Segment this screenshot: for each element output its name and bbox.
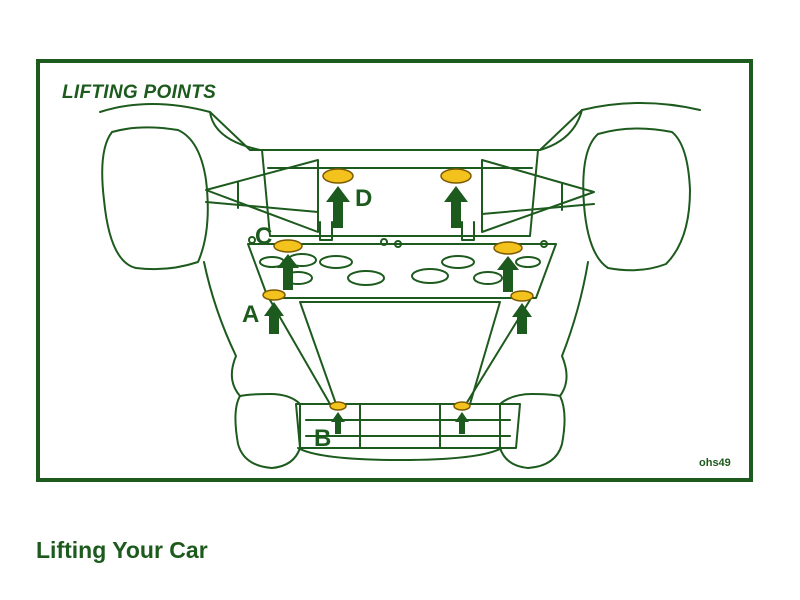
- arrow-d-right: [444, 186, 468, 228]
- rear-left-tyre: [234, 393, 301, 469]
- arrow-b-right: [455, 412, 469, 434]
- diagram-title: LIFTING POINTS: [62, 82, 217, 103]
- right-side-panel: [559, 261, 589, 397]
- page-caption: Lifting Your Car: [36, 537, 208, 563]
- lifting-pad-d-left: [322, 168, 354, 184]
- lifting-pad-c-right: [493, 241, 523, 255]
- arrow-b-left: [331, 412, 345, 434]
- left-side-panel: [203, 261, 241, 397]
- label-point-a: A: [242, 301, 259, 328]
- right-wishbone: [481, 159, 595, 233]
- lifting-pad-b-left: [329, 401, 347, 411]
- arrow-d-left: [326, 186, 350, 228]
- lifting-pad-a-left: [262, 289, 286, 301]
- label-point-c: C: [255, 223, 272, 250]
- lifting-pad-b-right: [453, 401, 471, 411]
- front-right-tyre: [582, 127, 691, 272]
- label-point-b: B: [314, 425, 331, 452]
- arrow-c-right: [497, 256, 519, 292]
- floor-pan: [247, 243, 557, 299]
- body-outline-top: [99, 102, 701, 151]
- reference-code: ohs49: [699, 457, 731, 469]
- lifting-pad-c-left: [273, 239, 303, 253]
- label-point-d: D: [355, 185, 372, 212]
- transmission-tunnel: [299, 301, 501, 405]
- arrow-c-left: [277, 254, 299, 290]
- arrow-a-right: [512, 303, 532, 334]
- front-left-tyre: [101, 126, 209, 271]
- lifting-pad-a-right: [510, 290, 534, 302]
- lifting-pad-d-right: [440, 168, 472, 184]
- rear-subframe: [295, 403, 521, 449]
- arrow-a-left: [264, 302, 284, 334]
- rear-right-tyre: [499, 393, 566, 469]
- left-wishbone: [205, 159, 319, 233]
